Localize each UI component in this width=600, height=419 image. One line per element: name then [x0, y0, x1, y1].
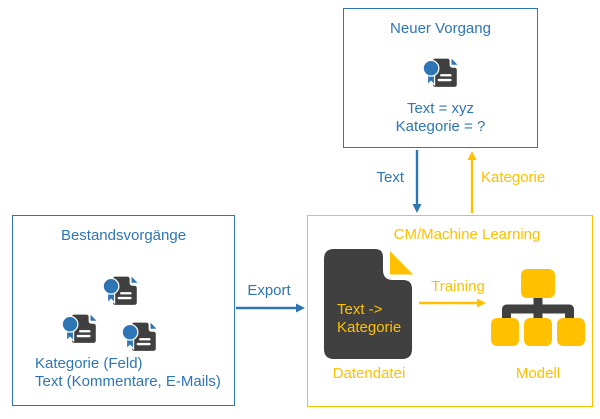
bestandsvorgaenge-box: Bestandsvorgänge Kategorie (Feld) Text (…	[12, 215, 235, 406]
data-file-text-line2: Kategorie	[337, 319, 402, 336]
certificate-document-icon	[60, 308, 102, 350]
neuer-vorgang-box: Neuer Vorgang Text = xyz Kategorie = ?	[343, 8, 538, 148]
cm-machine-learning-box: CM/Machine Learning Text -> Kategorie Da…	[307, 215, 593, 407]
neuer-vorgang-title: Neuer Vorgang	[390, 20, 491, 37]
neuer-vorgang-text-line: Text = xyz	[406, 100, 475, 117]
certificate-document-icon	[101, 270, 143, 312]
cm-machine-learning-title: CM/Machine Learning	[393, 226, 541, 243]
certificate-document-icon	[120, 316, 162, 358]
training-arrow-label: Training	[431, 278, 485, 295]
kategorie-arrow-label: Kategorie	[481, 169, 546, 186]
text-arrow-label: Text	[376, 169, 404, 186]
bestandsvorgaenge-kategorie-line: Kategorie (Feld)	[35, 355, 143, 372]
folded-corner-icon	[390, 251, 413, 275]
export-arrow-label: Export	[247, 282, 291, 299]
neuer-vorgang-kategorie-line: Kategorie = ?	[395, 118, 486, 135]
bestandsvorgaenge-text-line: Text (Kommentare, E-Mails)	[35, 373, 221, 390]
org-chart-icon	[491, 269, 585, 346]
datendatei-label: Datendatei	[332, 365, 406, 382]
modell-label: Modell	[515, 365, 561, 382]
data-file-icon	[324, 249, 413, 359]
bestandsvorgaenge-title: Bestandsvorgänge	[60, 227, 187, 244]
data-file-text-line1: Text ->	[337, 301, 383, 318]
certificate-document-icon	[421, 52, 463, 94]
data-file-text: Text -> Kategorie	[337, 301, 401, 337]
